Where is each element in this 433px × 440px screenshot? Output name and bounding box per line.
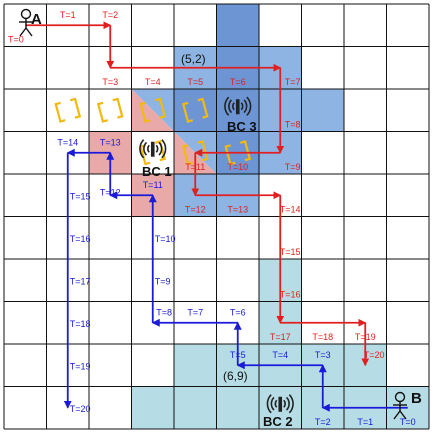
bc1-antenna-icon bbox=[139, 139, 167, 159]
blue-path-time-label: T=18 bbox=[70, 319, 91, 329]
red-path-time-label: T=5 bbox=[187, 77, 203, 87]
blue-path-time-label: T=8 bbox=[156, 308, 172, 318]
bracket-icon bbox=[181, 140, 209, 166]
blue-path-time-label: T=2 bbox=[315, 417, 331, 427]
red-path-time-label: T=0 bbox=[8, 35, 24, 45]
blue-path-time-label: T=13 bbox=[100, 138, 121, 148]
blue-path-time-label: T=5 bbox=[230, 350, 246, 360]
shaded-cell bbox=[174, 386, 217, 429]
red-path-time-label: T=12 bbox=[185, 205, 206, 215]
blue-path-time-label: T=14 bbox=[57, 138, 78, 148]
red-path-time-label: T=16 bbox=[280, 290, 301, 300]
bracket-icon bbox=[54, 97, 82, 123]
bc1-label: BC 1 bbox=[142, 164, 172, 179]
red-path-time-label: T=14 bbox=[280, 205, 301, 215]
blue-path-time-label: T=4 bbox=[272, 350, 288, 360]
bc3-label: BC 3 bbox=[227, 119, 257, 134]
shaded-cell bbox=[301, 89, 344, 132]
bc3-antenna-icon bbox=[224, 96, 252, 116]
bc2-label: BC 2 bbox=[263, 414, 293, 429]
bracket-icon bbox=[139, 97, 167, 123]
blue-path-time-label: T=15 bbox=[70, 191, 91, 201]
blue-path-time-label: T=16 bbox=[70, 234, 91, 244]
person-b-icon bbox=[393, 391, 407, 420]
shaded-cell bbox=[131, 386, 174, 429]
red-path-time-label: T=4 bbox=[145, 77, 161, 87]
shaded-cell bbox=[216, 4, 259, 47]
person-a-label: A bbox=[31, 11, 42, 28]
blue-path-time-label: T=12 bbox=[100, 187, 121, 197]
red-path-time-label: T=10 bbox=[227, 162, 248, 172]
bc2-antenna-icon bbox=[266, 394, 294, 414]
red-path-time-label: T=8 bbox=[285, 120, 301, 130]
blue-path-time-label: T=6 bbox=[230, 308, 246, 318]
blue-path-time-label: T=9 bbox=[155, 276, 171, 286]
gold-brackets-layer bbox=[54, 97, 252, 166]
blue-path-time-label: T=1 bbox=[357, 417, 373, 427]
blue-path-time-label: T=20 bbox=[70, 404, 91, 414]
shaded-cell bbox=[216, 386, 259, 429]
red-path-time-label: T=11 bbox=[185, 162, 205, 172]
red-path-time-label: T=19 bbox=[355, 332, 376, 342]
red-path-time-label: T=9 bbox=[285, 162, 301, 172]
shaded-cell bbox=[174, 344, 217, 387]
coordinate-label-5-2: (5,2) bbox=[181, 52, 206, 66]
blue-path-time-label: T=3 bbox=[315, 350, 331, 360]
person-a-icon bbox=[19, 8, 33, 37]
blue-path-time-label: T=19 bbox=[70, 361, 91, 371]
base-stations-layer bbox=[139, 96, 294, 414]
blue-path-time-label: T=17 bbox=[70, 276, 91, 286]
bracket-icon bbox=[139, 140, 167, 166]
bracket-icon bbox=[224, 140, 252, 166]
shaded-cell bbox=[174, 89, 217, 132]
red-path-time-label: T=18 bbox=[312, 332, 333, 342]
blue-path-time-label: T=11 bbox=[143, 180, 163, 190]
blue-path-time-label: T=0 bbox=[400, 417, 416, 427]
bracket-icon bbox=[96, 97, 124, 123]
red-path-time-label: T=1 bbox=[60, 10, 76, 20]
red-path-time-label: T=20 bbox=[364, 350, 385, 360]
coordinate-label-6-9: (6,9) bbox=[223, 369, 248, 383]
blue-path-time-label: T=7 bbox=[187, 308, 203, 318]
red-path-time-label: T=7 bbox=[285, 77, 301, 87]
split-cell-lower bbox=[131, 89, 174, 132]
red-path-time-label: T=6 bbox=[230, 77, 246, 87]
blue-path-time-label: T=10 bbox=[155, 234, 176, 244]
red-path-time-label: T=17 bbox=[270, 332, 291, 342]
red-path-time-label: T=13 bbox=[227, 205, 248, 215]
paths-layer bbox=[25, 21, 408, 412]
person-b-label: B bbox=[411, 390, 422, 407]
red-path-time-label: T=2 bbox=[102, 10, 118, 20]
bracket-icon bbox=[181, 97, 209, 123]
grid-lines bbox=[3, 3, 430, 430]
red-path-time-label: T=15 bbox=[280, 247, 301, 257]
red-path-time-label: T=3 bbox=[102, 77, 118, 87]
